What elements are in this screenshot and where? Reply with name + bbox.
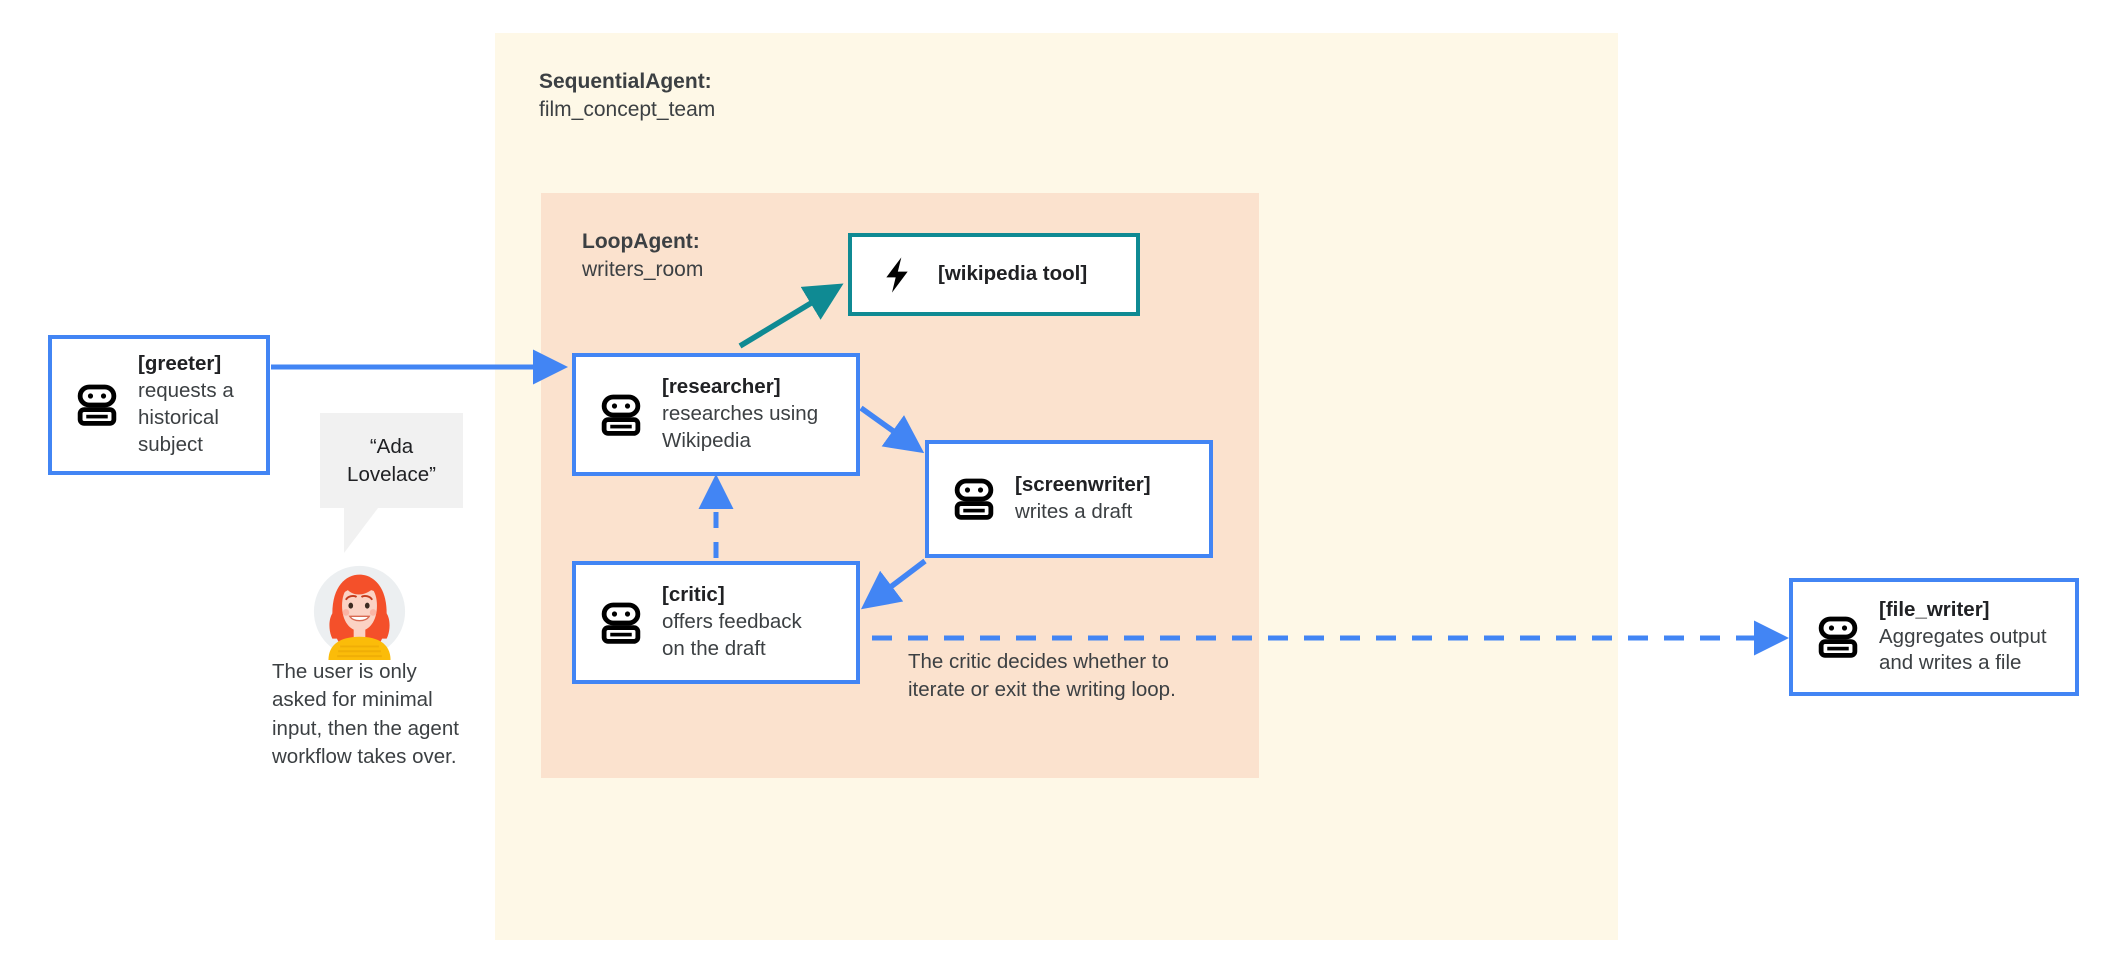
node-greeter[interactable]: [greeter] requests a historical subject	[48, 335, 270, 475]
node-screenwriter-title: [screenwriter]	[1015, 473, 1151, 497]
node-wikipedia-tool[interactable]: [wikipedia tool]	[848, 233, 1140, 316]
node-critic[interactable]: [critic] offers feedback on the draft	[572, 561, 860, 684]
caption-critic-note: The critic decides whether to iterate or…	[908, 650, 1176, 702]
loop-agent-name: writers_room	[582, 257, 704, 281]
loop-agent-type: LoopAgent:	[582, 230, 700, 253]
speech-bubble-tail	[344, 508, 378, 553]
node-wikipedia-tool-title: [wikipedia tool]	[938, 262, 1088, 286]
node-researcher[interactable]: [researcher] researches using Wikipedia	[572, 353, 860, 476]
robot-icon	[66, 382, 128, 428]
robot-icon	[590, 600, 652, 646]
node-critic-desc: offers feedback on the draft	[662, 610, 802, 660]
node-file-writer-title: [file_writer]	[1879, 597, 1990, 621]
lightning-icon	[866, 254, 928, 296]
robot-icon	[943, 476, 1005, 522]
robot-icon	[590, 392, 652, 438]
user-avatar	[311, 563, 408, 660]
node-screenwriter-desc: writes a draft	[1015, 500, 1133, 523]
node-researcher-desc: researches using Wikipedia	[662, 402, 819, 452]
robot-icon	[1807, 614, 1869, 660]
sequential-agent-type: SequentialAgent:	[539, 70, 712, 93]
speech-bubble: “Ada Lovelace”	[320, 413, 463, 508]
node-screenwriter[interactable]: [screenwriter] writes a draft	[925, 440, 1213, 558]
node-researcher-title: [researcher]	[662, 375, 781, 399]
node-critic-title: [critic]	[662, 583, 725, 607]
caption-user-note: The user is only asked for minimal input…	[272, 660, 459, 768]
loop-agent-label: LoopAgent: writers_room	[582, 228, 882, 283]
node-file-writer-desc: Aggregates output and writes a file	[1879, 624, 2047, 675]
node-file-writer[interactable]: [file_writer] Aggregates output and writ…	[1789, 578, 2079, 696]
node-greeter-title: [greeter]	[138, 352, 222, 376]
sequential-agent-label: SequentialAgent: film_concept_team	[539, 68, 869, 123]
sequential-agent-name: film_concept_team	[539, 97, 716, 121]
speech-bubble-text: “Ada Lovelace”	[347, 435, 436, 486]
node-greeter-desc: requests a historical subject	[138, 379, 234, 456]
